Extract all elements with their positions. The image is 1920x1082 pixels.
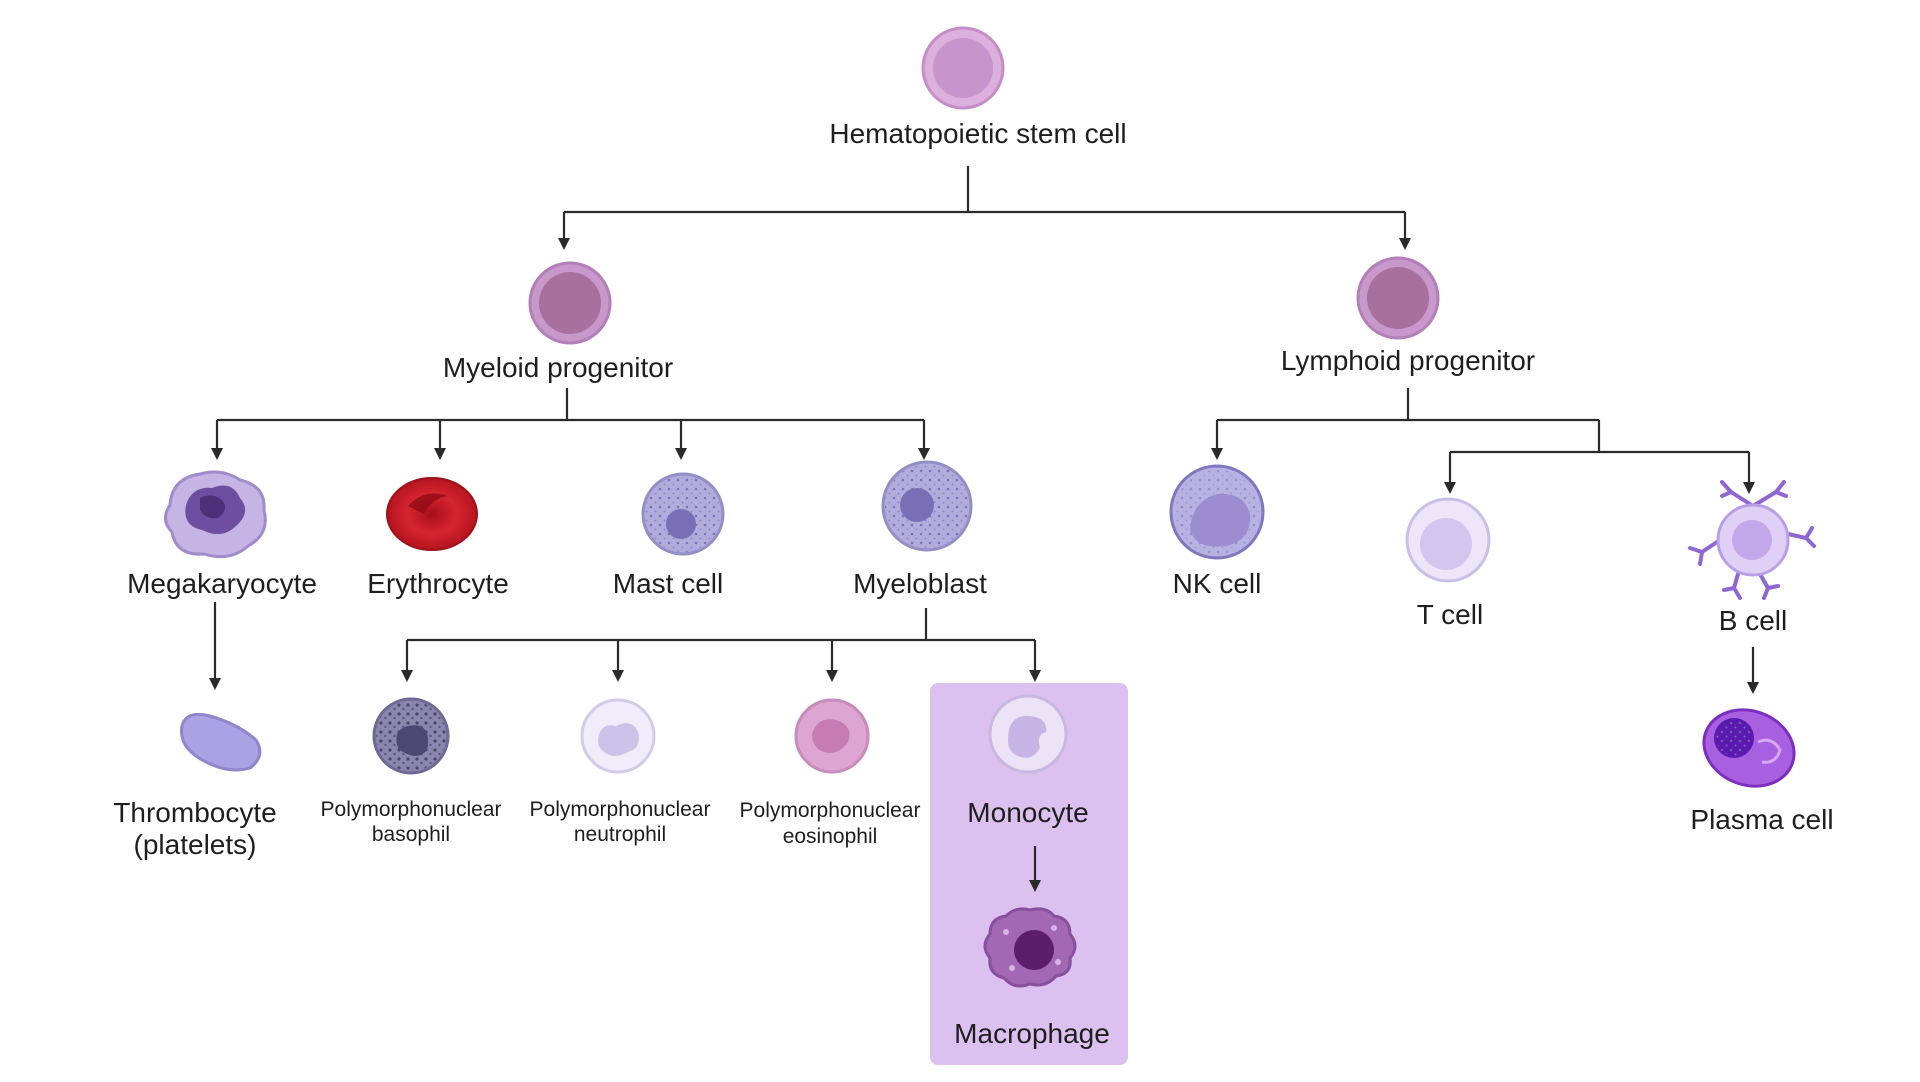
monocyte-macrophage-highlight-box: [930, 683, 1128, 1065]
monocyte-icon: [988, 694, 1068, 774]
label-lymphoid-progenitor: Lymphoid progenitor: [1281, 345, 1535, 376]
mast-cell-icon: [641, 472, 725, 556]
lymphoid-progenitor-icon: [1356, 256, 1440, 340]
neutrophil-icon: [580, 698, 656, 774]
b-cell-icon: [1688, 480, 1816, 600]
connector-lines: [209, 166, 1759, 892]
label-neutrophil-line1: Polymorphonuclear: [530, 798, 711, 821]
stem-cell-icon: [921, 26, 1005, 110]
plasma-cell-icon: [1702, 708, 1796, 788]
label-thrombocyte: Thrombocyte: [113, 797, 276, 828]
label-basophil-line2: basophil: [372, 823, 450, 846]
label-erythrocyte: Erythrocyte: [367, 568, 509, 599]
myeloblast-icon: [881, 460, 973, 552]
myeloid-progenitor-icon: [528, 261, 612, 345]
label-megakaryocyte: Megakaryocyte: [127, 568, 317, 599]
label-macrophage: Macrophage: [954, 1018, 1110, 1049]
megakaryocyte-icon: [164, 470, 267, 559]
label-neutrophil-line2: neutrophil: [574, 823, 666, 846]
label-eosinophil-line1: Polymorphonuclear: [740, 799, 921, 822]
thrombocyte-icon: [180, 712, 262, 772]
basophil-icon: [372, 697, 450, 775]
t-cell-icon: [1405, 497, 1491, 583]
label-myeloid-progenitor: Myeloid progenitor: [443, 352, 673, 383]
label-plasma-cell: Plasma cell: [1690, 804, 1833, 835]
label-t-cell: T cell: [1417, 599, 1483, 630]
label-thrombocyte-platelets: (platelets): [134, 829, 257, 860]
label-nk-cell: NK cell: [1173, 568, 1262, 599]
nk-cell-icon: [1169, 464, 1265, 560]
eosinophil-icon: [794, 698, 870, 774]
label-hematopoietic-stem-cell: Hematopoietic stem cell: [829, 118, 1126, 149]
erythrocyte-icon: [386, 477, 478, 551]
label-basophil-line1: Polymorphonuclear: [321, 798, 502, 821]
label-mast-cell: Mast cell: [613, 568, 723, 599]
label-b-cell: B cell: [1719, 605, 1787, 636]
label-monocyte: Monocyte: [967, 797, 1088, 828]
macrophage-icon: [983, 907, 1077, 988]
label-myeloblast: Myeloblast: [853, 568, 987, 599]
label-eosinophil-line2: eosinophil: [783, 825, 878, 848]
